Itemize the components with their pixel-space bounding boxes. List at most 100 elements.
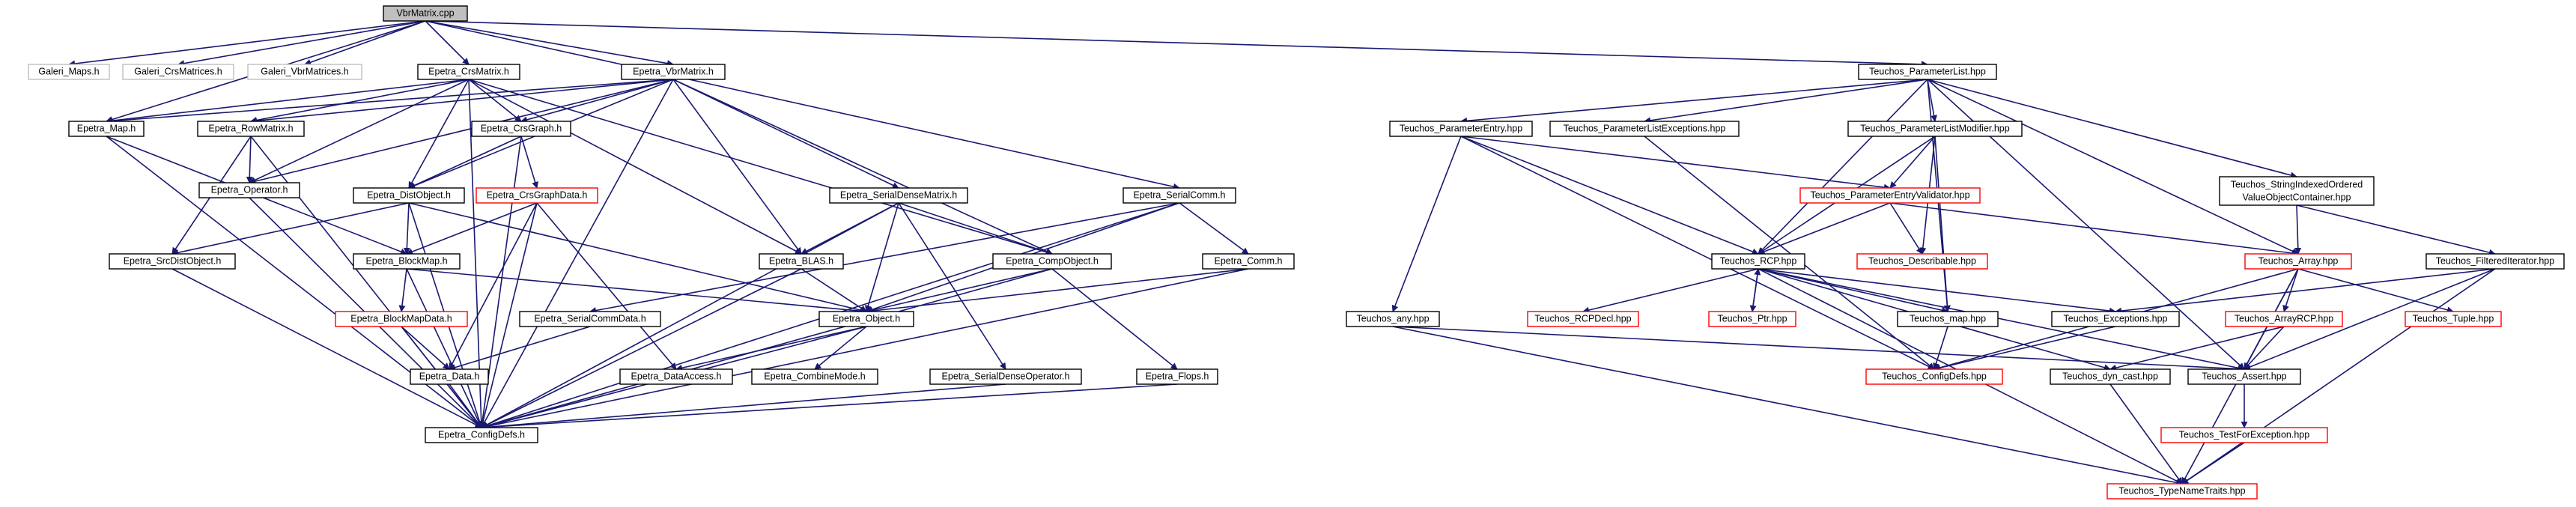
node-epetra-operator[interactable]: Epetra_Operator.h (198, 182, 300, 198)
edge-vbrmatrix-cpp-to-teuchos-parameterlist (425, 20, 1928, 68)
node-epetra-crsgraphdata[interactable]: Epetra_CrsGraphData.h (476, 187, 598, 204)
edge-teuchos-parameterentry-to-teuchos-any (1391, 136, 1462, 312)
svg-text:Epetra_CompObject.h: Epetra_CompObject.h (1006, 255, 1099, 266)
svg-text:Galeri_CrsMatrices.h: Galeri_CrsMatrices.h (134, 66, 222, 76)
node-teuchos-configdefs[interactable]: Teuchos_ConfigDefs.hpp (1865, 368, 2003, 385)
node-teuchos-parameterentryvalidator[interactable]: Teuchos_ParameterEntryValidator.hpp (1799, 187, 1981, 204)
node-teuchos-map[interactable]: Teuchos_map.hpp (1897, 311, 1999, 327)
node-epetra-comm[interactable]: Epetra_Comm.h (1202, 253, 1295, 270)
node-teuchos-filterediterator[interactable]: Teuchos_FilteredIterator.hpp (2425, 253, 2565, 270)
edge-teuchos-parameterlistmodifier-to-teuchos-map (1934, 136, 1951, 312)
edge-epetra-vbrmatrix-to-epetra-configdefs (481, 79, 674, 428)
edge-epetra-object-to-epetra-combinemode (814, 326, 867, 370)
svg-text:Epetra_CrsGraph.h: Epetra_CrsGraph.h (481, 123, 562, 133)
node-teuchos-describable[interactable]: Teuchos_Describable.hpp (1856, 253, 1988, 270)
svg-text:ValueObjectContainer.hpp: ValueObjectContainer.hpp (2242, 192, 2351, 202)
node-galeri-crsmatrices[interactable]: Galeri_CrsMatrices.h (122, 64, 234, 80)
node-epetra-blockmap[interactable]: Epetra_BlockMap.h (353, 253, 461, 270)
svg-text:Epetra_CrsMatrix.h: Epetra_CrsMatrix.h (428, 66, 509, 76)
edge-epetra-comm-to-epetra-configdefs (481, 268, 1249, 430)
node-teuchos-parameterlist[interactable]: Teuchos_ParameterList.hpp (1858, 64, 1997, 80)
svg-text:Teuchos_RCPDecl.hpp: Teuchos_RCPDecl.hpp (1534, 313, 1631, 324)
dependency-nodes: VbrMatrix.cpp Galeri_Maps.h Galeri_CrsMa… (28, 5, 2565, 500)
node-epetra-serialdenseoperator[interactable]: Epetra_SerialDenseOperator.h (929, 368, 1082, 385)
node-teuchos-rcp[interactable]: Teuchos_RCP.hpp (1711, 253, 1805, 270)
edge-epetra-blockmap-to-epetra-object (406, 268, 867, 315)
node-teuchos-exceptions[interactable]: Teuchos_Exceptions.hpp (2051, 311, 2180, 327)
edge-teuchos-parameterentry-to-teuchos-configdefs (1460, 136, 1935, 370)
svg-text:Teuchos_ParameterListModifier.: Teuchos_ParameterListModifier.hpp (1860, 123, 2009, 133)
node-galeri-vbrmatrices[interactable]: Galeri_VbrMatrices.h (247, 64, 362, 80)
node-epetra-vbrmatrix[interactable]: Epetra_VbrMatrix.h (621, 64, 726, 80)
node-teuchos-parameterlistmodifier[interactable]: Teuchos_ParameterListModifier.hpp (1847, 121, 2023, 137)
node-teuchos-assert[interactable]: Teuchos_Assert.hpp (2187, 368, 2301, 385)
node-epetra-rowmatrix[interactable]: Epetra_RowMatrix.h (197, 121, 305, 137)
node-teuchos-array[interactable]: Teuchos_Array.hpp (2244, 253, 2352, 270)
node-epetra-combinemode[interactable]: Epetra_CombineMode.h (751, 368, 878, 385)
edge-teuchos-parameterlist-to-teuchos-array (1927, 79, 2299, 255)
node-teuchos-typenametraits[interactable]: Teuchos_TypeNameTraits.hpp (2106, 483, 2258, 500)
node-teuchos-arrayrcp[interactable]: Teuchos_ArrayRCP.hpp (2225, 311, 2343, 327)
edge-epetra-vbrmatrix-to-epetra-crsgraph (520, 79, 674, 124)
node-epetra-configdefs[interactable]: Epetra_ConfigDefs.h (425, 427, 538, 443)
svg-text:Teuchos_StringIndexedOrdered: Teuchos_StringIndexedOrdered (2231, 179, 2363, 189)
svg-text:Teuchos_map.hpp: Teuchos_map.hpp (1910, 313, 1986, 324)
node-epetra-dataaccess[interactable]: Epetra_DataAccess.h (619, 368, 733, 385)
node-teuchos-ptr[interactable]: Teuchos_Ptr.hpp (1708, 311, 1796, 327)
svg-text:Teuchos_Tuple.hpp: Teuchos_Tuple.hpp (2413, 313, 2494, 324)
svg-text:Epetra_BLAS.h: Epetra_BLAS.h (769, 255, 833, 266)
node-teuchos-tuple[interactable]: Teuchos_Tuple.hpp (2405, 311, 2502, 327)
svg-text:Epetra_SerialComm.h: Epetra_SerialComm.h (1134, 189, 1226, 200)
edge-teuchos-parameterlist-to-teuchos-parameterlistmodifier (1927, 79, 1938, 122)
node-galeri-maps[interactable]: Galeri_Maps.h (28, 64, 110, 80)
node-teuchos-rcpdecl[interactable]: Teuchos_RCPDecl.hpp (1527, 311, 1639, 327)
node-epetra-map[interactable]: Epetra_Map.h (68, 121, 145, 137)
node-teuchos-stringindexedorderedvalueobjectcontainer[interactable]: Teuchos_StringIndexedOrderedValueObjectC… (2219, 176, 2375, 206)
edge-teuchos-filterediterator-to-teuchos-typenametraits (2181, 268, 2496, 485)
node-epetra-blockmapdata[interactable]: Epetra_BlockMapData.h (335, 311, 468, 327)
svg-text:VbrMatrix.cpp: VbrMatrix.cpp (396, 7, 454, 18)
svg-text:Teuchos_Array.hpp: Teuchos_Array.hpp (2258, 255, 2339, 266)
node-epetra-flops[interactable]: Epetra_Flops.h (1136, 368, 1218, 385)
node-epetra-data[interactable]: Epetra_Data.h (410, 368, 489, 385)
svg-text:Epetra_Operator.h: Epetra_Operator.h (211, 184, 288, 195)
svg-text:Epetra_Map.h: Epetra_Map.h (77, 123, 136, 133)
edge-epetra-distobject-to-epetra-blockmap (403, 202, 410, 255)
edge-teuchos-testforexception-to-teuchos-typenametraits (2181, 442, 2245, 485)
node-vbrmatrix-cpp[interactable]: VbrMatrix.cpp (383, 5, 468, 22)
edge-epetra-flops-to-epetra-configdefs (481, 383, 1178, 431)
svg-text:Galeri_Maps.h: Galeri_Maps.h (38, 66, 99, 76)
node-epetra-serialcomm[interactable]: Epetra_SerialComm.h (1123, 187, 1236, 204)
node-epetra-distobject[interactable]: Epetra_DistObject.h (353, 187, 465, 204)
node-teuchos-parameterlistexceptions[interactable]: Teuchos_ParameterListExceptions.hpp (1549, 121, 1740, 137)
edge-teuchos-parameterentry-to-teuchos-rcp (1460, 136, 1759, 255)
edge-vbrmatrix-cpp-to-epetra-serialcomm (425, 20, 1180, 190)
node-epetra-crsmatrix[interactable]: Epetra_CrsMatrix.h (417, 64, 520, 80)
node-epetra-serialdensematrix[interactable]: Epetra_SerialDenseMatrix.h (829, 187, 968, 204)
edge-epetra-serialdenseoperator-to-epetra-configdefs (481, 383, 1006, 431)
svg-text:Epetra_Object.h: Epetra_Object.h (833, 313, 900, 324)
edge-epetra-crsmatrix-to-epetra-operator (249, 79, 470, 183)
svg-text:Epetra_DataAccess.h: Epetra_DataAccess.h (631, 371, 722, 381)
node-teuchos-testforexception[interactable]: Teuchos_TestForException.hpp (2160, 427, 2328, 443)
svg-text:Teuchos_TypeNameTraits.hpp: Teuchos_TypeNameTraits.hpp (2118, 485, 2245, 496)
node-epetra-object[interactable]: Epetra_Object.h (818, 311, 914, 327)
edge-epetra-vbrmatrix-to-epetra-serialdensematrix (672, 79, 899, 189)
node-teuchos-parameterentry[interactable]: Teuchos_ParameterEntry.hpp (1389, 121, 1533, 137)
edge-epetra-crsgraph-to-epetra-crsgraphdata (520, 136, 538, 189)
svg-text:Epetra_SerialCommData.h: Epetra_SerialCommData.h (534, 313, 645, 324)
edge-teuchos-any-to-teuchos-typenametraits (1392, 326, 2183, 486)
node-epetra-srcdistobject[interactable]: Epetra_SrcDistObject.h (109, 253, 236, 270)
node-teuchos-any[interactable]: Teuchos_any.hpp (1346, 311, 1440, 327)
svg-text:Epetra_Comm.h: Epetra_Comm.h (1214, 255, 1282, 266)
edge-epetra-crsgraphdata-to-epetra-blockmap (406, 202, 538, 255)
node-epetra-serialcommdata[interactable]: Epetra_SerialCommData.h (519, 311, 661, 327)
node-teuchos-dyn-cast[interactable]: Teuchos_dyn_cast.hpp (2050, 368, 2171, 385)
edge-teuchos-stringindexedorderedvalueobjectcontainer-to-teuchos-array (2294, 204, 2302, 255)
node-epetra-blas[interactable]: Epetra_BLAS.h (759, 253, 844, 270)
edge-epetra-crsmatrix-to-epetra-distobject (408, 79, 470, 189)
node-epetra-compobject[interactable]: Epetra_CompObject.h (992, 253, 1112, 270)
node-epetra-crsgraph[interactable]: Epetra_CrsGraph.h (471, 121, 571, 137)
edge-teuchos-rcp-to-teuchos-exceptions (1758, 268, 2116, 315)
edge-epetra-crsgraphdata-to-epetra-data (449, 202, 538, 370)
